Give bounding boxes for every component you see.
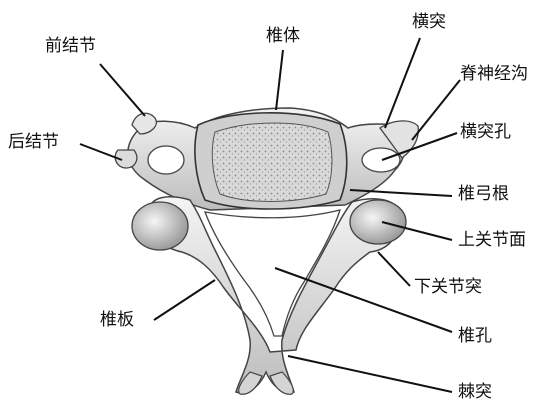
label-spinal-nerve-groove: 脊神经沟: [460, 66, 528, 83]
label-transverse-foramen: 横突孔: [460, 124, 511, 141]
label-posterior-tubercle: 后结节: [8, 134, 59, 151]
leader-spinal-nerve-groove: [412, 80, 460, 140]
leader-vertebral-body: [276, 50, 283, 110]
label-vertebral-foramen: 椎孔: [458, 328, 492, 345]
left-transverse-foramen: [148, 146, 184, 174]
leader-inferior-articular-process: [378, 252, 410, 286]
label-transverse-process: 横突: [412, 14, 446, 31]
label-pedicle: 椎弓根: [458, 186, 509, 203]
vertebral-body-surface: [212, 123, 332, 202]
leader-lamina: [154, 280, 215, 320]
leader-anterior-tubercle: [100, 64, 145, 116]
label-superior-articular-facet: 上关节面: [458, 232, 526, 249]
leader-transverse-process: [385, 38, 420, 128]
spinous-process-tips: [239, 372, 294, 394]
right-transverse-foramen: [362, 148, 400, 172]
label-anterior-tubercle: 前结节: [45, 38, 96, 55]
leader-spinous-process: [288, 356, 452, 392]
label-lamina: 椎板: [100, 312, 134, 329]
label-inferior-articular-process: 下关节突: [414, 279, 482, 296]
right-superior-facet: [350, 200, 406, 244]
label-spinous-process: 棘突: [458, 384, 492, 401]
left-superior-facet: [132, 202, 188, 250]
label-vertebral-body: 椎体: [266, 28, 300, 45]
